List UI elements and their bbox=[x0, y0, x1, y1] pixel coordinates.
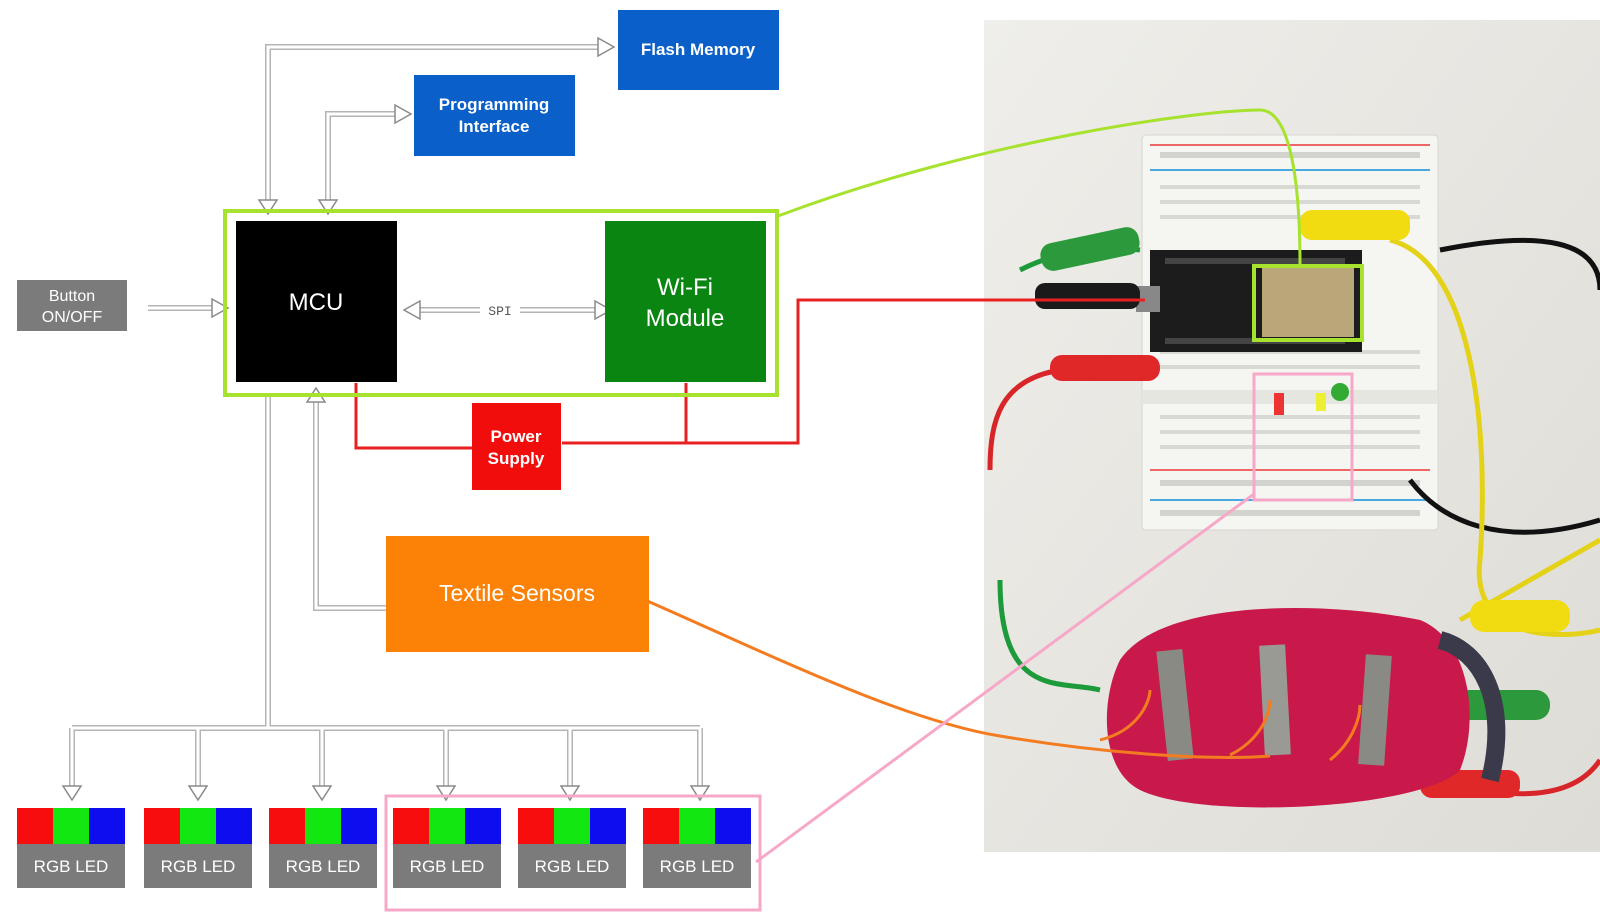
textile-sensors-label: Textile Sensors bbox=[439, 580, 595, 606]
orange-connector-line bbox=[635, 594, 1362, 762]
button-label-2: ON/OFF bbox=[42, 309, 103, 326]
rgb-led-label: RGB LED bbox=[535, 857, 610, 876]
rgb-led: RGB LED bbox=[643, 808, 751, 888]
mcu-wifi-group bbox=[223, 209, 779, 397]
spi-label: SPI bbox=[488, 304, 511, 319]
rgb-led-label: RGB LED bbox=[410, 857, 485, 876]
rgb-led: RGB LED bbox=[144, 808, 252, 888]
power-supply-label-1: Power bbox=[490, 427, 541, 446]
rgb-led-label: RGB LED bbox=[286, 857, 361, 876]
programming-interface-label-1: Programming bbox=[439, 95, 550, 114]
flash-memory-label: Flash Memory bbox=[641, 40, 756, 59]
button-block: Button ON/OFF bbox=[17, 280, 127, 331]
pink-connector-line bbox=[755, 492, 1255, 864]
wifi-photo-highlight bbox=[1252, 264, 1364, 342]
yellow-led-photo bbox=[1316, 393, 1326, 411]
button-label-1: Button bbox=[49, 288, 95, 305]
data-arrows-inner bbox=[70, 45, 702, 790]
rgb-led-row: RGB LED RGB LED RGB LED RGB LED RGB LED … bbox=[17, 808, 751, 888]
wifi-module-block: Wi-Fi Module bbox=[605, 221, 766, 382]
arrowheads bbox=[61, 36, 711, 802]
programming-interface-label-2: Interface bbox=[459, 117, 530, 136]
data-arrows bbox=[69, 44, 703, 790]
rgb-led-label: RGB LED bbox=[660, 857, 735, 876]
rgb-led: RGB LED bbox=[393, 808, 501, 888]
programming-interface-block: Programming Interface bbox=[414, 75, 575, 156]
rgb-led: RGB LED bbox=[269, 808, 377, 888]
alligator-clips bbox=[1035, 210, 1570, 798]
rgb-led-group-highlight bbox=[384, 794, 762, 912]
flash-memory-block: Flash Memory bbox=[618, 10, 779, 90]
rgb-led: RGB LED bbox=[518, 808, 626, 888]
green-led-photo bbox=[1331, 383, 1349, 401]
textile-sensors-block: Textile Sensors bbox=[386, 536, 649, 652]
rgb-led-label: RGB LED bbox=[34, 857, 109, 876]
mcu-block: MCU bbox=[236, 221, 397, 382]
mcu-label: MCU bbox=[289, 289, 344, 316]
rgb-led-label: RGB LED bbox=[161, 857, 236, 876]
power-supply-block: Power Supply bbox=[472, 403, 561, 490]
leds-photo-highlight bbox=[1252, 372, 1354, 502]
wifi-label-2: Module bbox=[646, 305, 725, 332]
power-supply-label-2: Supply bbox=[488, 449, 545, 468]
wifi-label-1: Wi-Fi bbox=[657, 274, 713, 301]
breadboard-photo bbox=[984, 20, 1600, 852]
red-led-photo bbox=[1274, 393, 1284, 415]
rgb-led: RGB LED bbox=[17, 808, 125, 888]
textile-sensor-photo bbox=[1106, 608, 1506, 808]
lime-connector-line bbox=[777, 108, 1302, 266]
